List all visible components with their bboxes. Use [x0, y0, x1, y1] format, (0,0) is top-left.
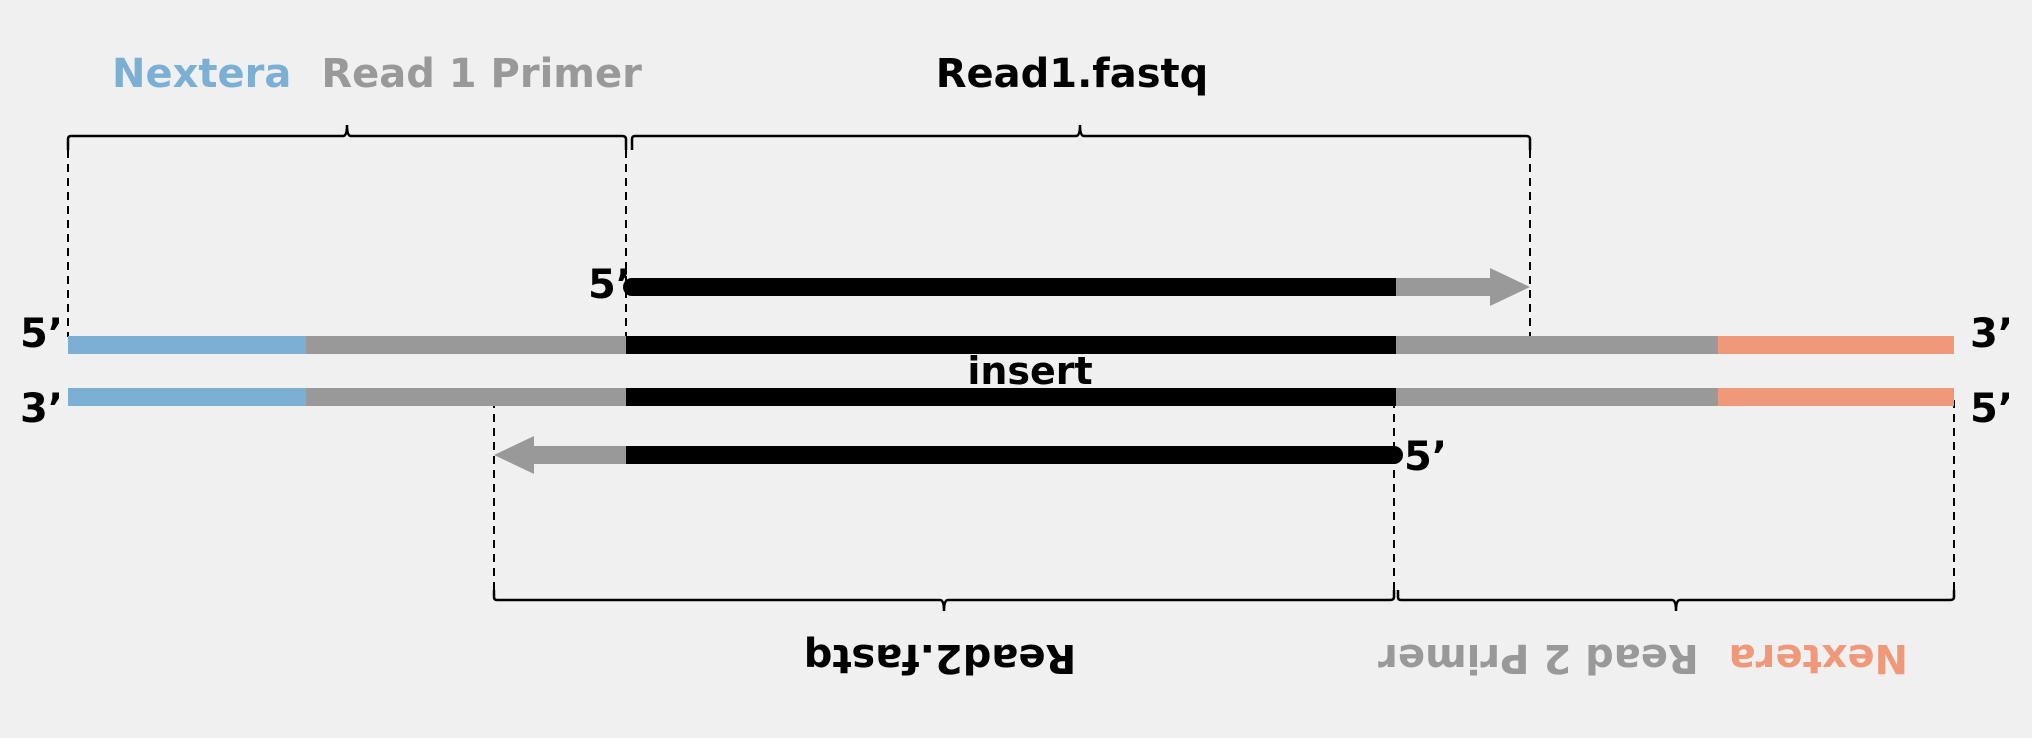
top-insert-segment — [626, 336, 1396, 354]
top-read1-primer-segment — [306, 336, 626, 354]
bottom-nextera-orange-segment — [1718, 388, 1954, 406]
bottom-strand — [68, 388, 1954, 406]
read2-fastq-bracket — [492, 590, 1396, 612]
bottom-insert-segment — [626, 388, 1396, 406]
bottom-read2-primer-segment — [1396, 388, 1718, 406]
bottom-strand-5prime-label: 5’ — [1970, 386, 2013, 432]
bottom-strand-3prime-label: 3’ — [20, 386, 63, 432]
read2-arrow — [494, 436, 1403, 474]
read2-primer-bracket — [1396, 590, 1956, 612]
bottom-nextera-segment — [68, 388, 306, 406]
top-strand-5prime-label: 5’ — [20, 311, 63, 357]
read1-arrow — [623, 268, 1530, 306]
title-read2-primer: Nextera Read 2 Primer — [1378, 635, 1908, 681]
title-read1-primer: Nextera Read 1 Primer — [112, 51, 642, 97]
top-strand-3prime-label: 3’ — [1970, 311, 2013, 357]
read1-fastq-title: Read1.fastq — [936, 51, 1209, 97]
nextera-label-orange: Nextera — [1729, 635, 1908, 681]
read1-primer-bracket — [66, 124, 628, 150]
top-strand — [68, 336, 1954, 354]
top-nextera-orange-segment — [1718, 336, 1954, 354]
read1-5prime-label: 5’ — [588, 262, 631, 308]
top-read2-primer-segment — [1396, 336, 1718, 354]
nextera-label-blue: Nextera — [112, 51, 291, 97]
bottom-read1-primer-segment — [306, 388, 626, 406]
top-nextera-segment — [68, 336, 306, 354]
read1-fastq-bracket — [630, 124, 1532, 150]
insert-label: insert — [967, 349, 1092, 393]
dashed-guides — [67, 150, 1955, 590]
read1-primer-label: Read 1 Primer — [321, 51, 642, 97]
read2-5prime-label: 5’ — [1404, 434, 1447, 480]
read2-fastq-title: Read2.fastq — [804, 635, 1077, 681]
read2-primer-label: Read 2 Primer — [1378, 635, 1699, 681]
